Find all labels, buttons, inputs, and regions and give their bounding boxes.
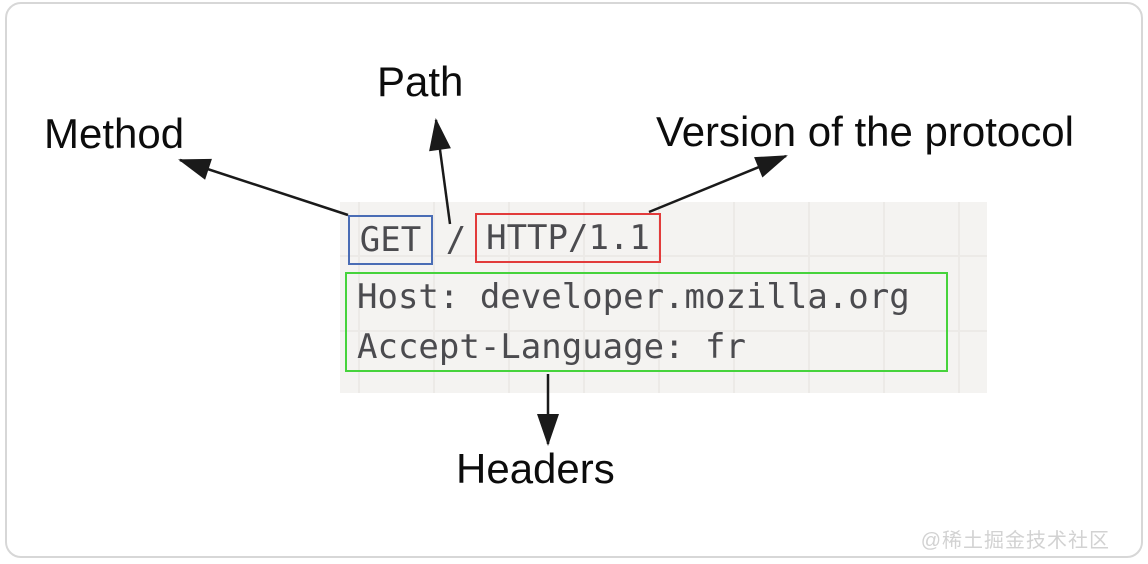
method-token-box: GET	[348, 215, 433, 265]
method-token: GET	[359, 220, 422, 260]
method-label: Method	[44, 110, 185, 157]
headers-label: Headers	[456, 445, 615, 492]
version-token: HTTP/1.1	[486, 218, 650, 258]
watermark: @稀土掘金技术社区	[920, 530, 1110, 552]
header-line-host: Host: developer.mozilla.org	[357, 277, 910, 317]
headers-token-box: Host: developer.mozilla.org Accept-Langu…	[345, 272, 948, 372]
request-code-panel: GET / HTTP/1.1 Host: developer.mozilla.o…	[340, 202, 987, 393]
version-label: Version of the protocol	[656, 108, 1074, 155]
path-label: Path	[377, 58, 464, 105]
header-line-accept-language: Accept-Language: fr	[357, 327, 746, 367]
version-token-box: HTTP/1.1	[475, 213, 661, 263]
path-token: /	[445, 220, 467, 260]
